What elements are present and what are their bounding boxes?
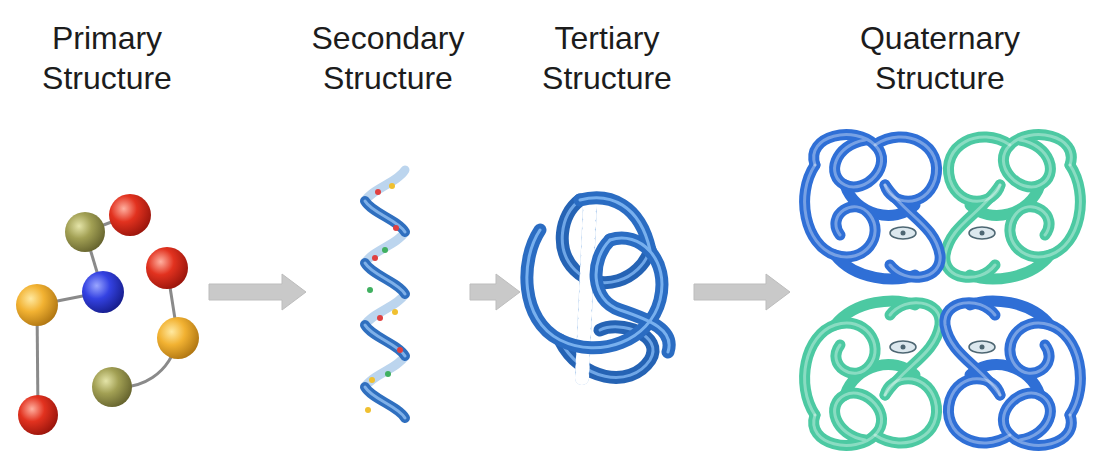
protein-complex bbox=[805, 135, 1081, 446]
side-chain bbox=[377, 315, 383, 321]
helix-front bbox=[365, 263, 405, 294]
amino-acid-bead bbox=[82, 271, 124, 313]
amino-acids bbox=[16, 194, 199, 435]
amino-acid-bead bbox=[16, 284, 58, 326]
amino-acid-bead bbox=[109, 194, 151, 236]
structure-stage: Secondary Structure bbox=[306, 18, 470, 438]
side-chain bbox=[389, 183, 395, 189]
flow-arrow bbox=[694, 274, 790, 310]
tube-highlight bbox=[527, 230, 662, 348]
stage-heading: Secondary Structure bbox=[308, 18, 468, 98]
side-chain bbox=[392, 309, 398, 315]
amino-acid-bead bbox=[92, 367, 132, 407]
amino-acid-bead bbox=[18, 395, 58, 435]
flow-arrow bbox=[209, 274, 306, 310]
helix-back bbox=[365, 170, 405, 201]
stage-heading: Primary Structure bbox=[7, 18, 207, 98]
helix-highlight bbox=[365, 263, 405, 294]
flow-arrow bbox=[470, 274, 520, 310]
green-subunit bbox=[945, 135, 1081, 279]
helix-back bbox=[365, 356, 405, 387]
side-chain bbox=[385, 371, 391, 377]
tube-highlight bbox=[580, 198, 650, 250]
helix-back bbox=[365, 232, 405, 263]
blue-subunit bbox=[805, 135, 941, 279]
amino-acid-chain bbox=[37, 215, 178, 415]
helix-front bbox=[365, 201, 405, 232]
structure-stage: Primary Structure bbox=[5, 18, 209, 448]
helix-back bbox=[365, 294, 405, 325]
structure-stage: Tertiary Structure bbox=[520, 18, 694, 418]
side-chain bbox=[369, 377, 375, 383]
structure-stage: Quaternary Structure bbox=[790, 18, 1090, 458]
helix-front bbox=[365, 325, 405, 356]
side-chain bbox=[393, 225, 399, 231]
side-chain bbox=[375, 189, 381, 195]
helix-highlight bbox=[365, 325, 405, 356]
amino-acid-bead bbox=[157, 317, 199, 359]
folded-chain bbox=[527, 198, 669, 378]
helix-highlight bbox=[365, 387, 405, 418]
side-chain bbox=[372, 255, 378, 261]
blue-subunit bbox=[945, 301, 1081, 445]
side-chain bbox=[382, 247, 388, 253]
side-chain bbox=[397, 347, 403, 353]
amino-acid-bead bbox=[65, 212, 105, 252]
side-chain bbox=[367, 287, 373, 293]
stage-heading: Quaternary Structure bbox=[840, 18, 1040, 98]
side-chain bbox=[365, 407, 371, 413]
green-subunit bbox=[805, 301, 941, 445]
helix-front bbox=[365, 387, 405, 418]
helix-highlight bbox=[365, 201, 405, 232]
stage-heading: Tertiary Structure bbox=[522, 18, 692, 98]
amino-acid-bead bbox=[146, 247, 188, 289]
alpha-helix bbox=[365, 170, 405, 418]
tube-highlight bbox=[596, 240, 669, 352]
